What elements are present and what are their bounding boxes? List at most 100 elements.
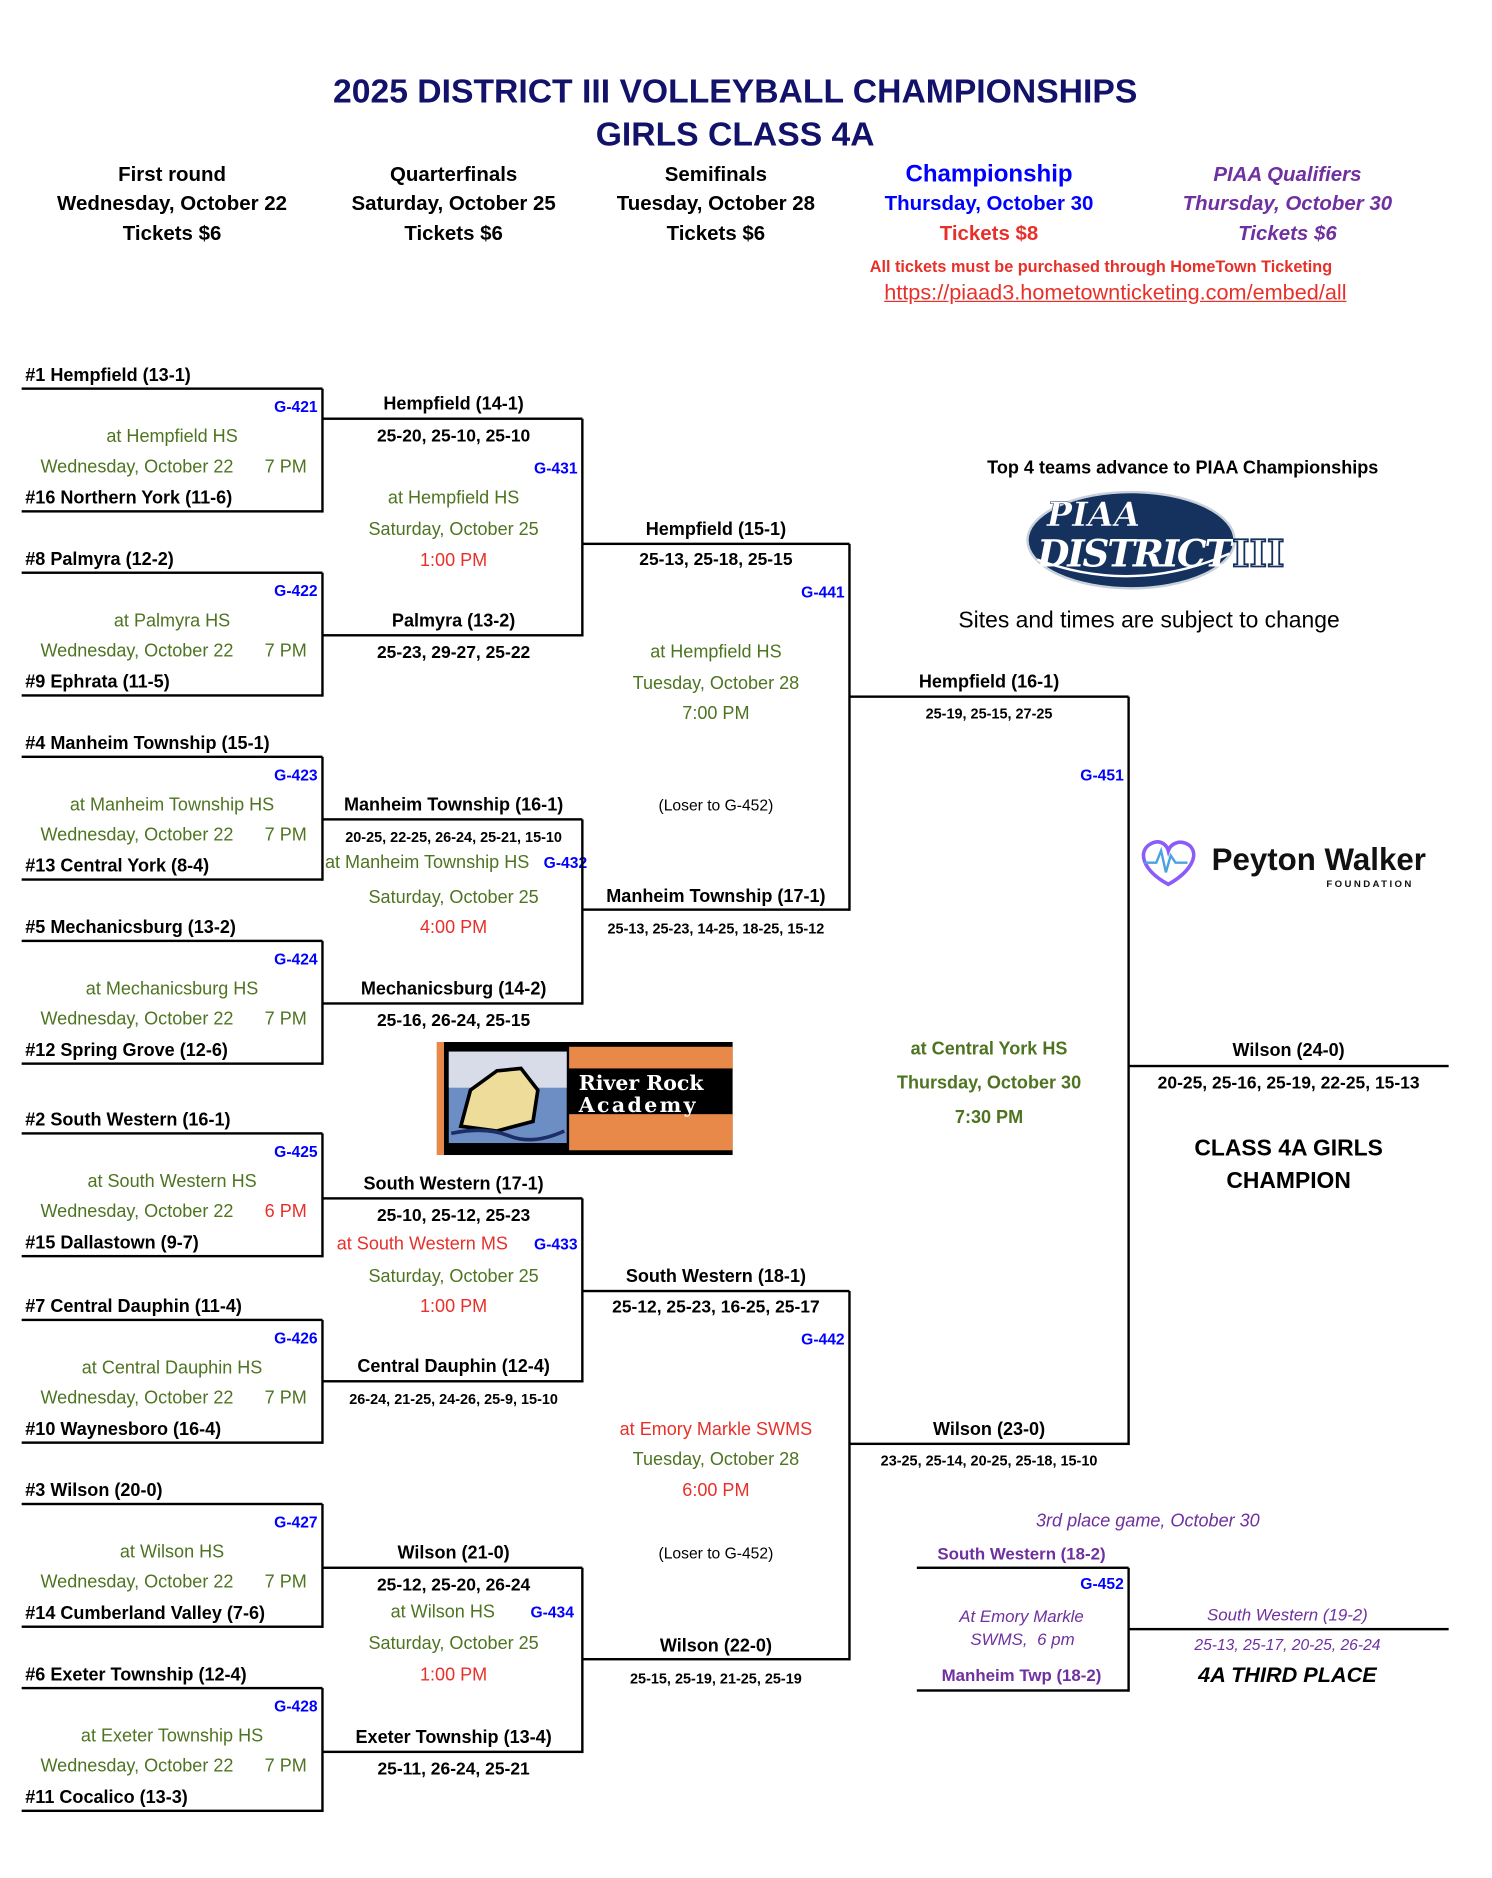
match-scores: 20-25, 22-25, 26-24, 25-21, 15-10 xyxy=(345,829,562,846)
bracket-line xyxy=(581,819,585,1006)
game-site: at Manheim Township HS xyxy=(324,852,530,873)
game-number: G-442 xyxy=(801,1330,845,1349)
piaa-district-logo: PIAA DISTRICT III xyxy=(1025,487,1296,593)
game-date: Wednesday, October 22 xyxy=(40,824,234,846)
match-scores: 26-24, 21-25, 24-26, 25-9, 15-10 xyxy=(349,1390,558,1408)
game-time: 1:00 PM xyxy=(419,550,488,571)
game-date: Thursday, October 30 xyxy=(896,1072,1082,1094)
game-site: at Exeter Township HS xyxy=(80,1725,264,1747)
game-number: G-431 xyxy=(534,459,578,478)
river-rock-text: River Rock xyxy=(579,1071,705,1095)
game-number: G-421 xyxy=(274,397,318,416)
bracket-line xyxy=(582,542,850,546)
game-site: at South Western MS xyxy=(336,1233,508,1255)
match-scores: 25-13, 25-17, 20-25, 26-24 xyxy=(1194,1635,1381,1654)
game-number: G-424 xyxy=(274,949,318,968)
team-name: Manheim Township (16-1) xyxy=(343,794,564,816)
team-name: #5 Mechanicsburg (13-2) xyxy=(25,917,236,938)
game-time: 1:00 PM xyxy=(419,1296,488,1317)
game-time: 7 PM xyxy=(264,456,307,478)
bracket-line xyxy=(582,1289,850,1293)
game-date: Saturday, October 25 xyxy=(368,519,539,540)
bracket-line xyxy=(321,1504,325,1629)
team-name: Hempfield (14-1) xyxy=(383,394,524,415)
match-scores: 25-15, 25-19, 21-25, 25-19 xyxy=(630,1670,802,1687)
round-ticket-price: Tickets $6 xyxy=(666,221,766,245)
match-scores: 25-16, 26-24, 25-15 xyxy=(376,1011,531,1031)
team-name: #11 Cocalico (13-3) xyxy=(25,1787,188,1808)
bracket-line xyxy=(848,543,852,912)
river-rock-academy-logo: River Rock Academy xyxy=(436,1041,733,1156)
academy-text: Academy xyxy=(578,1093,698,1117)
match-scores: 20-25, 25-16, 25-19, 22-25, 15-13 xyxy=(1157,1074,1420,1094)
match-scores: 25-13, 25-18, 25-15 xyxy=(639,550,793,571)
game-number: G-434 xyxy=(530,1603,574,1622)
page-subtitle: GIRLS CLASS 4A xyxy=(595,115,875,153)
game-date: Wednesday, October 22 xyxy=(40,1387,234,1409)
champion-label: CHAMPION xyxy=(1226,1168,1351,1195)
bracket-line xyxy=(21,510,323,514)
third-place-winner: South Western (19-2) xyxy=(1207,1605,1368,1625)
team-name: #15 Dallastown (9-7) xyxy=(25,1232,199,1254)
team-name: #16 Northern York (11-6) xyxy=(25,487,233,509)
team-name: #14 Cumberland Valley (7-6) xyxy=(25,1603,266,1624)
team-name: Mechanicsburg (14-2) xyxy=(360,978,547,1000)
game-site: at Palmyra HS xyxy=(113,610,231,632)
game-number: G-426 xyxy=(274,1328,318,1347)
round-heading: Quarterfinals xyxy=(389,163,518,186)
team-name: South Western (17-1) xyxy=(363,1173,544,1195)
team-name: Hempfield (16-1) xyxy=(918,671,1060,693)
game-number: G-452 xyxy=(1080,1574,1124,1593)
bracket-line xyxy=(21,1132,323,1136)
piaa-logo-text: PIAA xyxy=(1046,494,1140,534)
game-number: G-427 xyxy=(274,1513,318,1532)
bracket-line xyxy=(322,1380,583,1383)
bracket-line xyxy=(322,1002,583,1006)
team-name: #8 Palmyra (12-2) xyxy=(25,549,174,570)
bracket-line xyxy=(848,1291,852,1661)
game-site: at Central Dauphin HS xyxy=(81,1357,263,1379)
heart-icon xyxy=(1141,840,1196,887)
bracket-line xyxy=(321,388,325,514)
bracket-line xyxy=(21,1441,323,1445)
game-date: Wednesday, October 22 xyxy=(40,1571,234,1593)
game-site: at Wilson HS xyxy=(119,1541,225,1563)
bracket-line xyxy=(322,1750,583,1754)
game-site: at Hempfield HS xyxy=(650,641,782,663)
bracket-line xyxy=(582,908,850,912)
round-ticket-price: Tickets $8 xyxy=(939,221,1039,245)
match-scores: 25-20, 25-10, 25-10 xyxy=(376,426,531,447)
round-date: Wednesday, October 22 xyxy=(57,191,288,215)
bracket-line xyxy=(21,1318,323,1322)
page-title: 2025 DISTRICT III VOLLEYBALL CHAMPIONSHI… xyxy=(332,72,1138,110)
third-place-label: 4A THIRD PLACE xyxy=(1198,1662,1377,1687)
ticket-link[interactable]: https://piaad3.hometownticketing.com/emb… xyxy=(884,280,1347,305)
game-site: at Manheim Township HS xyxy=(69,794,275,816)
bracket-line xyxy=(21,1502,323,1506)
peyton-walker-text: Peyton Walker xyxy=(1212,842,1426,877)
round-date: Tuesday, October 28 xyxy=(616,191,815,215)
round-ticket-price: Tickets $6 xyxy=(1238,221,1337,245)
game-time: 7 PM xyxy=(264,1387,307,1409)
game-site: At Emory Markle xyxy=(959,1606,1084,1626)
bracket-line xyxy=(321,1133,325,1258)
game-site: at Mechanicsburg HS xyxy=(85,978,259,1000)
match-scores: 25-12, 25-20, 26-24 xyxy=(376,1575,531,1596)
team-name: South Western (18-2) xyxy=(937,1543,1106,1563)
game-number: G-422 xyxy=(274,581,318,600)
game-date: Saturday, October 25 xyxy=(368,1266,539,1287)
team-name: #4 Manheim Township (15-1) xyxy=(25,733,270,754)
bracket-line xyxy=(21,571,323,575)
ticket-note: All tickets must be purchased through Ho… xyxy=(869,257,1333,276)
team-name: #2 South Western (16-1) xyxy=(25,1109,231,1131)
game-number: G-451 xyxy=(1080,765,1124,784)
game-date: Wednesday, October 22 xyxy=(40,640,234,662)
loser-note: (Loser to G-452) xyxy=(658,1544,774,1563)
game-site: at Wilson HS xyxy=(390,1602,495,1623)
peyton-walker-logo: Peyton Walker FOUNDATION xyxy=(1137,834,1426,894)
match-scores: 25-10, 25-12, 25-23 xyxy=(376,1206,531,1226)
game-time: 7 PM xyxy=(264,1571,307,1593)
bracket-line xyxy=(21,694,323,698)
game-date: Saturday, October 25 xyxy=(368,887,539,908)
